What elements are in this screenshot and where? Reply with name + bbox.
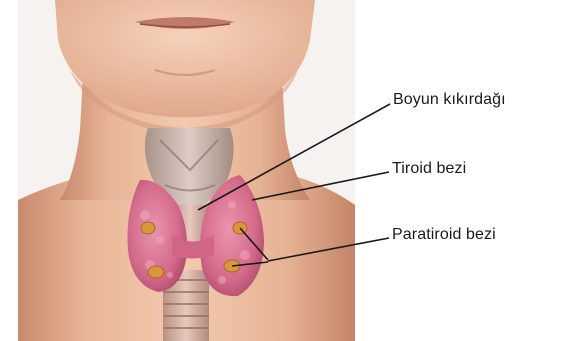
- label-boyun-kikirdagi: Boyun kıkırdağı: [393, 91, 506, 109]
- label-tiroid-bezi: Tiroid bezi: [392, 160, 466, 178]
- label-paratiroid-bezi: Paratiroid bezi: [392, 226, 496, 244]
- parathyroid-gland: [141, 222, 155, 234]
- parathyroid-gland: [148, 266, 164, 278]
